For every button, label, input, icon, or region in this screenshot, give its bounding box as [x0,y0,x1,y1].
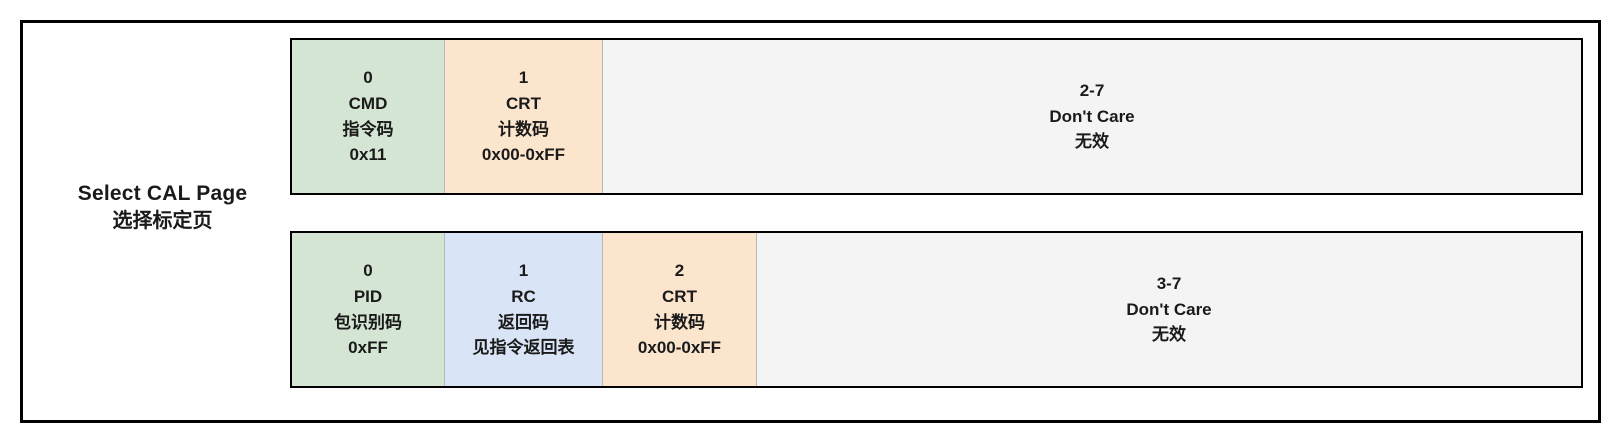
byte-label-zh: 无效 [1152,325,1186,345]
byte-index: 1 [518,260,529,280]
byte-label-zh: 包识别码 [334,312,402,332]
byte-index: 1 [518,67,529,87]
byte-code: Don't Care [1126,299,1212,319]
packet-response-byte-1[interactable]: 1 RC 返回码 见指令返回表 [445,233,603,386]
byte-value: 0x00-0xFF [481,145,566,165]
packet-request-byte-0[interactable]: 0 CMD 指令码 0x11 [292,40,445,193]
row-label-en: Select CAL Page [77,182,248,205]
packet-response: 0 PID 包识别码 0xFF 1 RC 返回码 见指令返回表 2 CRT 计数… [290,231,1583,388]
packet-request-bytes-2-7[interactable]: 2-7 Don't Care 无效 [603,40,1581,193]
byte-index: 3-7 [1156,273,1182,293]
byte-code: Don't Care [1049,106,1135,126]
byte-code: CMD [348,93,388,113]
byte-code: RC [511,286,536,306]
byte-value: 0x00-0xFF [637,338,722,358]
byte-label-zh: 计数码 [654,312,705,332]
byte-index: 0 [363,260,373,280]
packet-response-bytes-3-7[interactable]: 3-7 Don't Care 无效 [757,233,1581,386]
packet-request-byte-1[interactable]: 1 CRT 计数码 0x00-0xFF [445,40,603,193]
row-label-zh: 选择标定页 [112,210,213,233]
byte-code: PID [353,286,383,306]
byte-label-zh: 无效 [1075,132,1109,152]
byte-label-zh: 计数码 [498,119,549,139]
packet-request: 0 CMD 指令码 0x11 1 CRT 计数码 0x00-0xFF 2-7 D… [290,38,1583,195]
packet-response-byte-2[interactable]: 2 CRT 计数码 0x00-0xFF [603,233,757,386]
byte-value: 见指令返回表 [472,338,575,358]
byte-label-zh: 返回码 [498,312,549,332]
byte-code: CRT [662,286,697,306]
byte-index: 2-7 [1079,80,1105,100]
packet-response-byte-0[interactable]: 0 PID 包识别码 0xFF [292,233,445,386]
byte-value: 0xFF [348,338,388,358]
row-label: Select CAL Page 选择标定页 [40,180,285,235]
byte-index: 2 [674,260,685,280]
byte-label-zh: 指令码 [342,119,394,139]
byte-value: 0x11 [349,145,387,165]
byte-index: 0 [363,67,373,87]
byte-code: CRT [506,93,541,113]
